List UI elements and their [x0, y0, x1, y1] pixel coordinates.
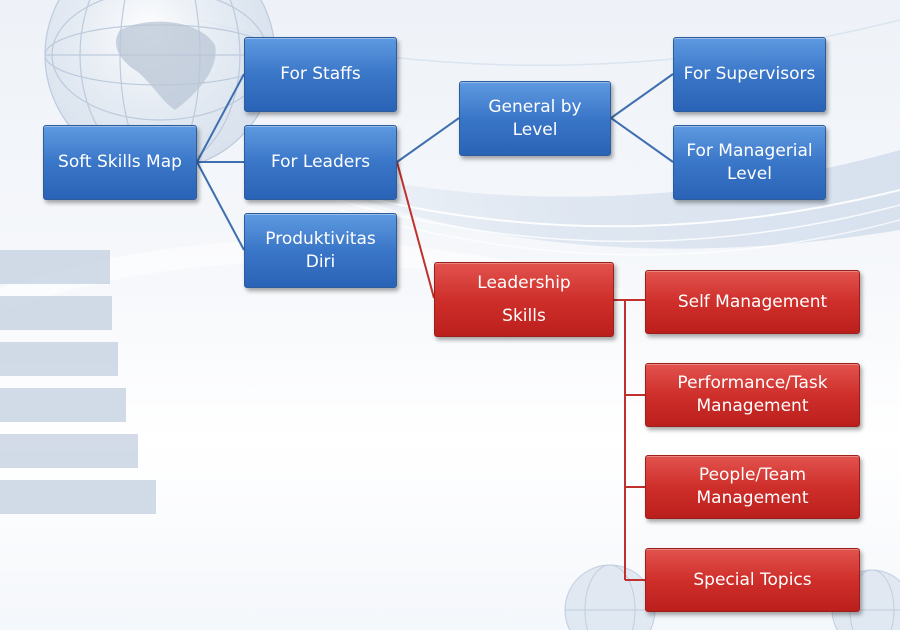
- node-label: General by Level: [488, 96, 582, 140]
- node-label: People/Team Management: [696, 465, 809, 508]
- node-performance-task-management: Performance/Task Management: [645, 363, 860, 427]
- node-label: Self Management: [677, 291, 828, 312]
- connector-leaders-leadership: [396, 161, 435, 299]
- node-label: Produktivitas Diri: [265, 228, 376, 272]
- connector-root-staffs: [196, 73, 245, 163]
- node-label: Special Topics: [693, 569, 812, 590]
- connector-general-supervisors: [610, 73, 674, 119]
- connector-leaders-general: [396, 117, 460, 163]
- connector-root-produktivitas: [196, 161, 245, 251]
- node-general-by-level: General by Level: [459, 81, 611, 156]
- node-for-managerial-level: For Managerial Level: [673, 125, 826, 200]
- node-label: For Supervisors: [683, 64, 816, 84]
- node-soft-skills-map: Soft Skills Map: [43, 125, 197, 200]
- node-leadership-skills: Leadership Skills: [434, 262, 614, 337]
- node-special-topics: Special Topics: [645, 548, 860, 612]
- node-label: For Leaders: [270, 152, 371, 172]
- connector-general-managerial: [610, 117, 674, 163]
- node-self-management: Self Management: [645, 270, 860, 334]
- node-for-leaders: For Leaders: [244, 125, 397, 200]
- node-for-staffs: For Staffs: [244, 37, 397, 112]
- node-label: For Staffs: [280, 64, 361, 84]
- node-produktivitas-diri: Produktivitas Diri: [244, 213, 397, 288]
- node-label: For Managerial Level: [686, 140, 813, 184]
- node-label: Leadership Skills: [477, 272, 571, 326]
- node-for-supervisors: For Supervisors: [673, 37, 826, 112]
- node-people-team-management: People/Team Management: [645, 455, 860, 519]
- node-label: Soft Skills Map: [58, 152, 182, 172]
- left-stripe-bars: [0, 250, 156, 514]
- node-label: Performance/Task Management: [677, 373, 828, 416]
